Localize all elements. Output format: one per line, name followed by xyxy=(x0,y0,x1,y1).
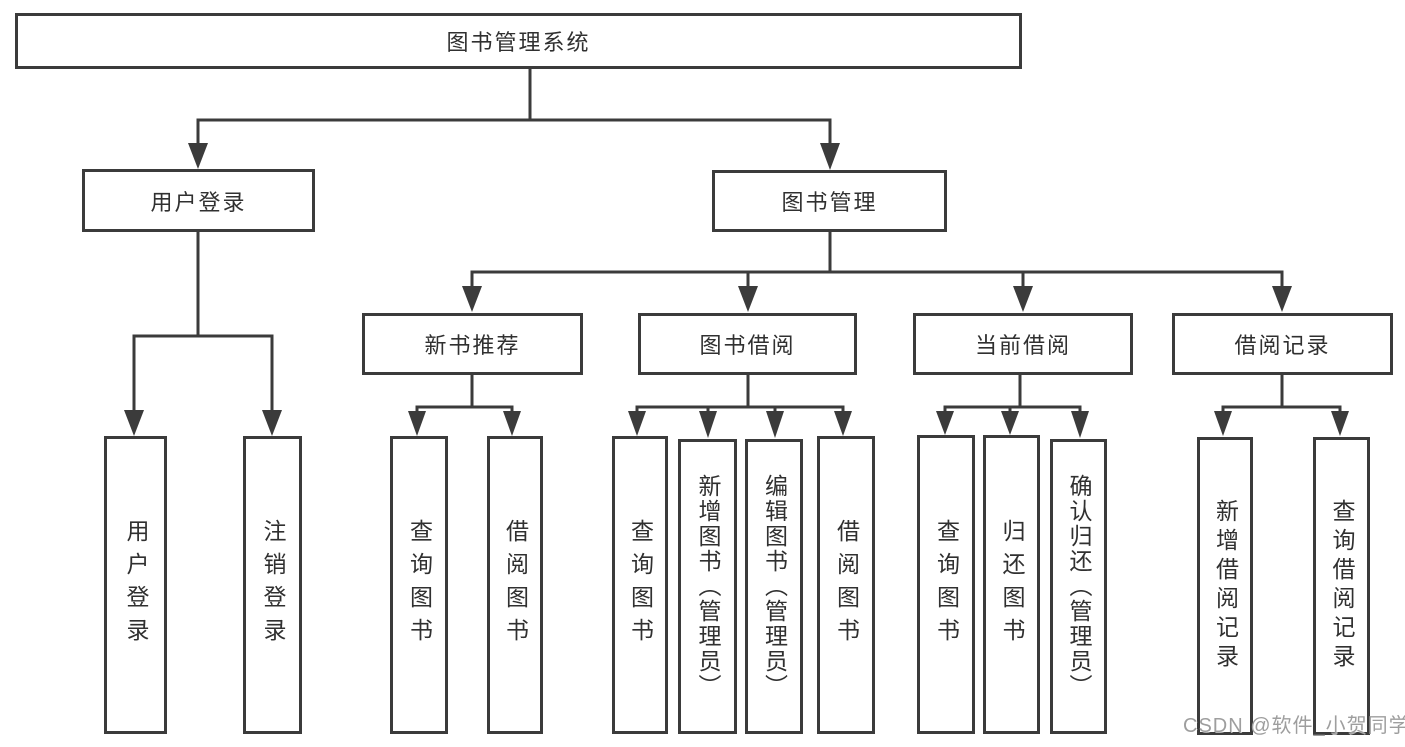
connector-new-books-split xyxy=(408,375,521,436)
connector-root-to-level2 xyxy=(188,69,840,170)
node-leaf-query-books-borrow: 查询图书 xyxy=(612,436,668,734)
node-new-book-recommend-label: 新书推荐 xyxy=(424,333,521,358)
node-current-borrowing: 当前借阅 xyxy=(913,313,1133,375)
node-book-management-group-label: 图书管理 xyxy=(781,190,878,215)
node-leaf-edit-books-admin-label: 编辑图书（管理员） xyxy=(761,474,788,699)
node-leaf-query-books-current-label: 查询图书 xyxy=(933,518,960,651)
node-leaf-add-borrow-record: 新增借阅记录 xyxy=(1197,437,1253,735)
node-current-borrowing-label: 当前借阅 xyxy=(974,333,1071,358)
node-borrowing-records: 借阅记录 xyxy=(1172,313,1393,375)
connector-user-login-split xyxy=(124,232,282,436)
node-leaf-query-books-recommend-label: 查询图书 xyxy=(406,519,433,651)
node-book-borrowing-label: 图书借阅 xyxy=(699,333,796,358)
node-leaf-add-books-admin: 新增图书（管理员） xyxy=(678,439,737,734)
node-leaf-confirm-return-admin-label: 确认归还（管理员） xyxy=(1066,474,1092,699)
node-leaf-add-books-admin-label: 新增图书（管理员） xyxy=(695,474,721,699)
node-leaf-return-books: 归还图书 xyxy=(983,435,1040,734)
node-leaf-query-borrow-record-label: 查询借阅记录 xyxy=(1329,499,1355,673)
node-leaf-confirm-return-admin: 确认归还（管理员） xyxy=(1050,439,1107,734)
node-leaf-edit-books-admin: 编辑图书（管理员） xyxy=(745,439,803,734)
node-user-login-group: 用户登录 xyxy=(82,169,315,232)
node-root-library-system: 图书管理系统 xyxy=(15,13,1022,69)
node-leaf-borrow-books-recommend: 借阅图书 xyxy=(487,436,543,734)
csdn-watermark: CSDN @软件_小贺同学 xyxy=(1183,715,1405,737)
connector-book-borrow-split xyxy=(628,375,852,438)
connector-borrow-record-split xyxy=(1214,375,1349,436)
node-leaf-query-books-current: 查询图书 xyxy=(917,435,975,734)
node-user-login-group-label: 用户登录 xyxy=(150,189,247,215)
node-borrowing-records-label: 借阅记录 xyxy=(1234,333,1331,358)
connector-current-borrow-split xyxy=(936,375,1089,438)
node-new-book-recommend: 新书推荐 xyxy=(362,313,583,375)
node-leaf-borrow-books-recommend-label: 借阅图书 xyxy=(502,519,529,651)
node-leaf-user-login: 用户登录 xyxy=(104,436,167,734)
node-book-management-group: 图书管理 xyxy=(712,170,947,232)
connector-book-mgmt-split xyxy=(462,232,1292,312)
node-book-borrowing: 图书借阅 xyxy=(638,313,857,375)
node-leaf-query-books-borrow-label: 查询图书 xyxy=(627,519,654,651)
node-leaf-logout-label: 注销登录 xyxy=(260,519,286,651)
node-root-label: 图书管理系统 xyxy=(446,30,591,55)
node-leaf-add-borrow-record-label: 新增借阅记录 xyxy=(1212,499,1239,673)
node-leaf-return-books-label: 归还图书 xyxy=(999,518,1025,651)
node-leaf-query-books-recommend: 查询图书 xyxy=(390,436,448,734)
node-leaf-borrow-books: 借阅图书 xyxy=(817,436,875,734)
node-leaf-query-borrow-record: 查询借阅记录 xyxy=(1313,437,1370,735)
node-leaf-user-login-label: 用户登录 xyxy=(123,519,149,651)
node-leaf-borrow-books-label: 借阅图书 xyxy=(833,519,860,651)
node-leaf-logout: 注销登录 xyxy=(243,436,302,734)
